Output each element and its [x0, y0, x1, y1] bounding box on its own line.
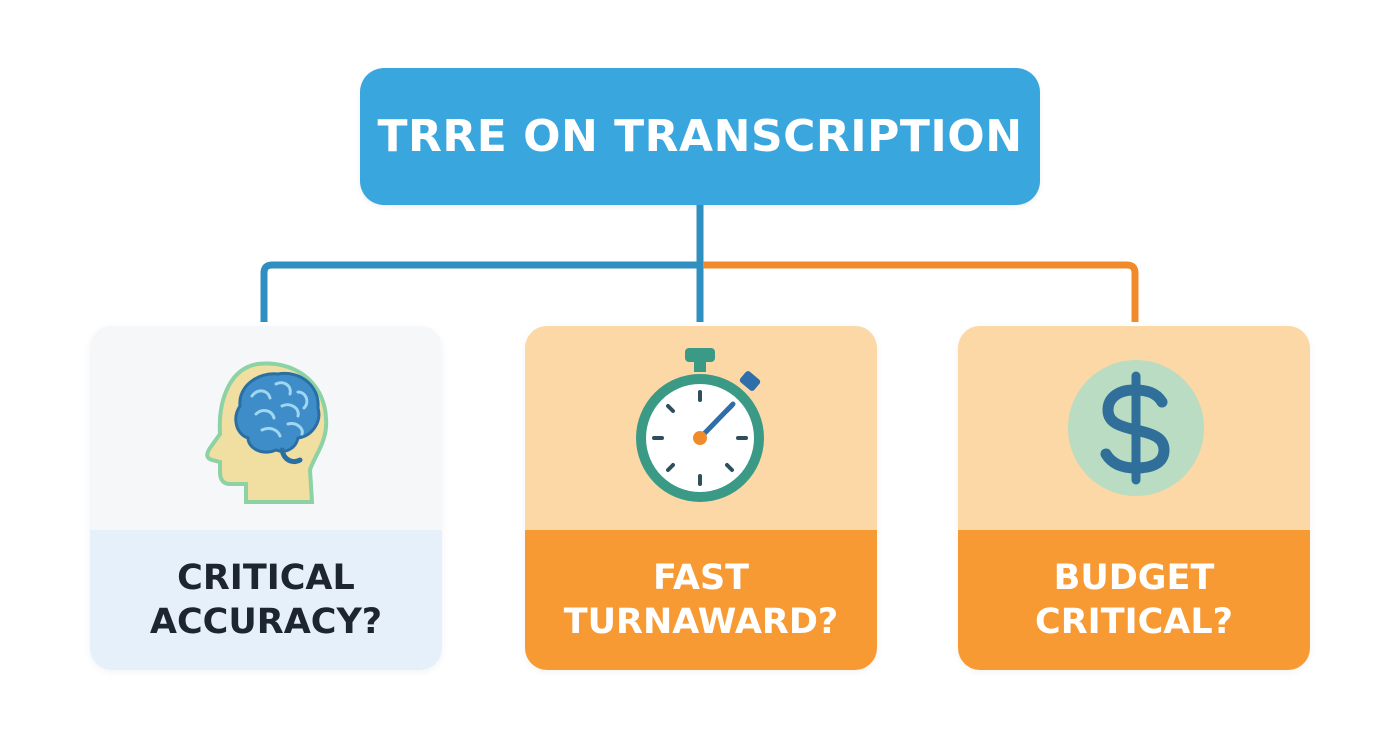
node-label-area: FAST TURNAWARD?: [525, 530, 877, 670]
brain-head-icon: [205, 361, 329, 504]
stopwatch-icon: [636, 348, 764, 502]
dollar-coin-icon: [1068, 360, 1204, 496]
node-label-area: BUDGET CRITICAL?: [958, 530, 1310, 670]
node-label-line2: CRITICAL?: [1035, 602, 1233, 642]
node-icon-area: [958, 326, 1310, 530]
node-label-line1: BUDGET: [1053, 558, 1215, 598]
node-label-line2: TURNAWARD?: [563, 602, 839, 642]
root-node: TRRE ON TRANSCRIPTION: [360, 68, 1040, 205]
root-title: TRRE ON TRANSCRIPTION: [377, 111, 1023, 162]
node-fast-turnaround: FAST TURNAWARD?: [525, 326, 877, 670]
node-label-line2: ACCURACY?: [149, 602, 383, 642]
node-label-line1: CRITICAL: [177, 558, 355, 598]
connector-left: [260, 205, 704, 322]
connector-right: [703, 261, 1139, 322]
node-budget-critical: BUDGET CRITICAL?: [958, 326, 1310, 670]
node-icon-area: [525, 326, 877, 530]
node-critical-accuracy: CRITICAL ACCURACY?: [90, 326, 442, 670]
node-icon-area: [90, 326, 442, 530]
node-label-line1: FAST: [652, 558, 750, 598]
node-label-area: CRITICAL ACCURACY?: [90, 530, 442, 670]
